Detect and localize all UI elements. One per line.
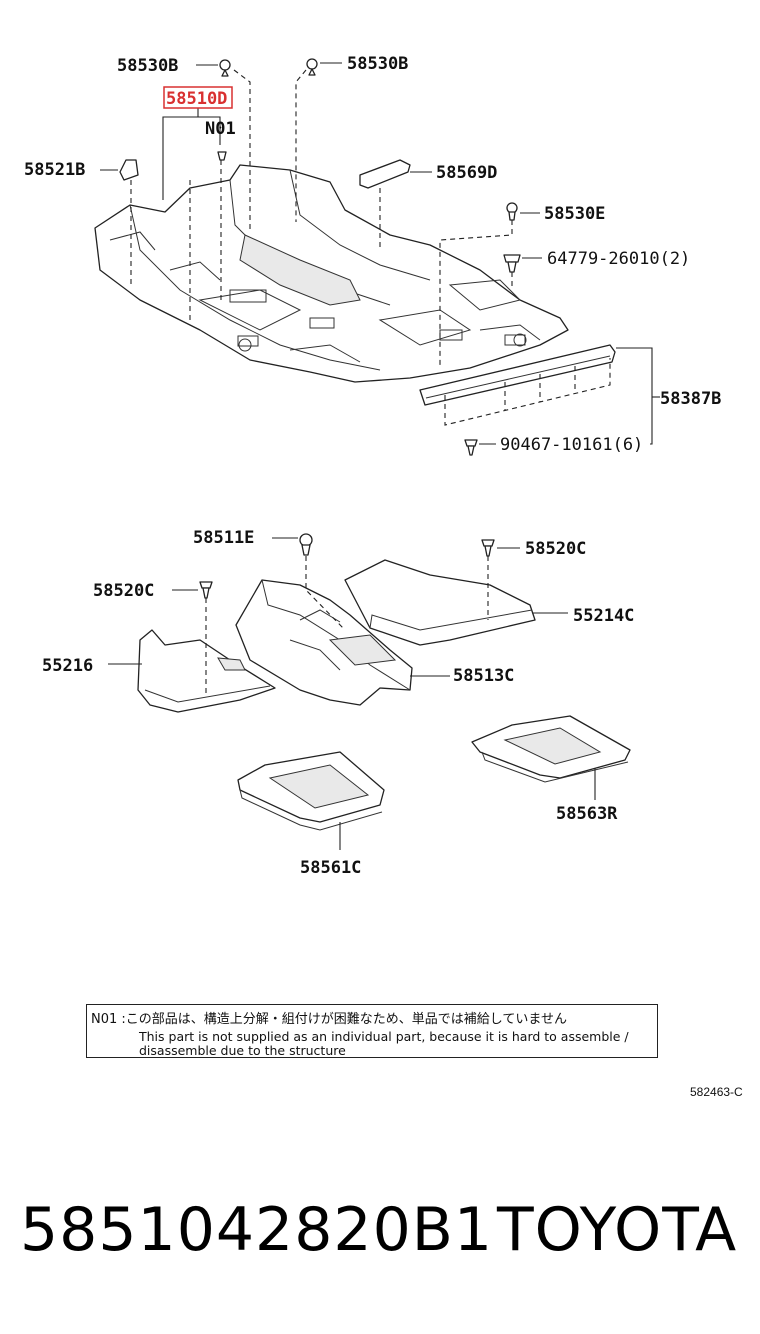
- label-58563r: 58563R: [556, 804, 618, 824]
- front-trim-piece: [359, 159, 411, 189]
- label-64779: 64779-26010(2): [547, 249, 690, 269]
- label-n01: N01: [205, 119, 236, 139]
- label-58513c: 58513C: [453, 666, 514, 686]
- floor-carpet-assembly: [94, 164, 569, 383]
- clip-icon: [119, 58, 521, 456]
- note-box: N01 :この部品は、構造上分解・組付けが困難なため、単品では補給していません …: [86, 1004, 658, 1058]
- label-58520c-left: 58520C: [93, 581, 154, 601]
- label-58510d: 58510D: [166, 89, 227, 109]
- label-58520c-right: 58520C: [525, 539, 586, 559]
- note-japanese: N01 :この部品は、構造上分解・組付けが困難なため、単品では補給していません: [91, 1012, 567, 1027]
- label-58569d: 58569D: [436, 163, 497, 183]
- rear-floor-mat-right: [471, 715, 631, 783]
- rear-floor-mat-left: [237, 751, 385, 831]
- note-english-line1: This part is not supplied as an individu…: [139, 1029, 629, 1044]
- label-58387b: 58387B: [660, 389, 721, 409]
- label-58561c: 58561C: [300, 858, 361, 878]
- console-carpet: [235, 579, 413, 706]
- label-58530b-left: 58530B: [117, 56, 178, 76]
- scuff-plate: [419, 344, 616, 426]
- note-english-line2: disassemble due to the structure: [139, 1043, 346, 1058]
- label-58521b: 58521B: [24, 160, 85, 180]
- reference-code: 582463-C: [690, 1085, 743, 1099]
- brand-name: TOYOTA: [497, 1195, 738, 1265]
- highlight-box: [163, 86, 233, 109]
- label-90467: 90467-10161(6): [500, 435, 643, 455]
- label-58530e: 58530E: [544, 204, 605, 224]
- parts-diagram: 58530B 58530B 58510D N01 58521B 58569D 5…: [24, 54, 721, 878]
- label-55216: 55216: [42, 656, 93, 676]
- label-55214c: 55214C: [573, 606, 634, 626]
- clip-icon: [199, 533, 495, 599]
- label-58511e: 58511E: [193, 528, 254, 548]
- label-58530b-right: 58530B: [347, 54, 408, 74]
- floor-mat-front-right: [344, 559, 536, 646]
- part-number: 5851042820B1: [20, 1195, 494, 1265]
